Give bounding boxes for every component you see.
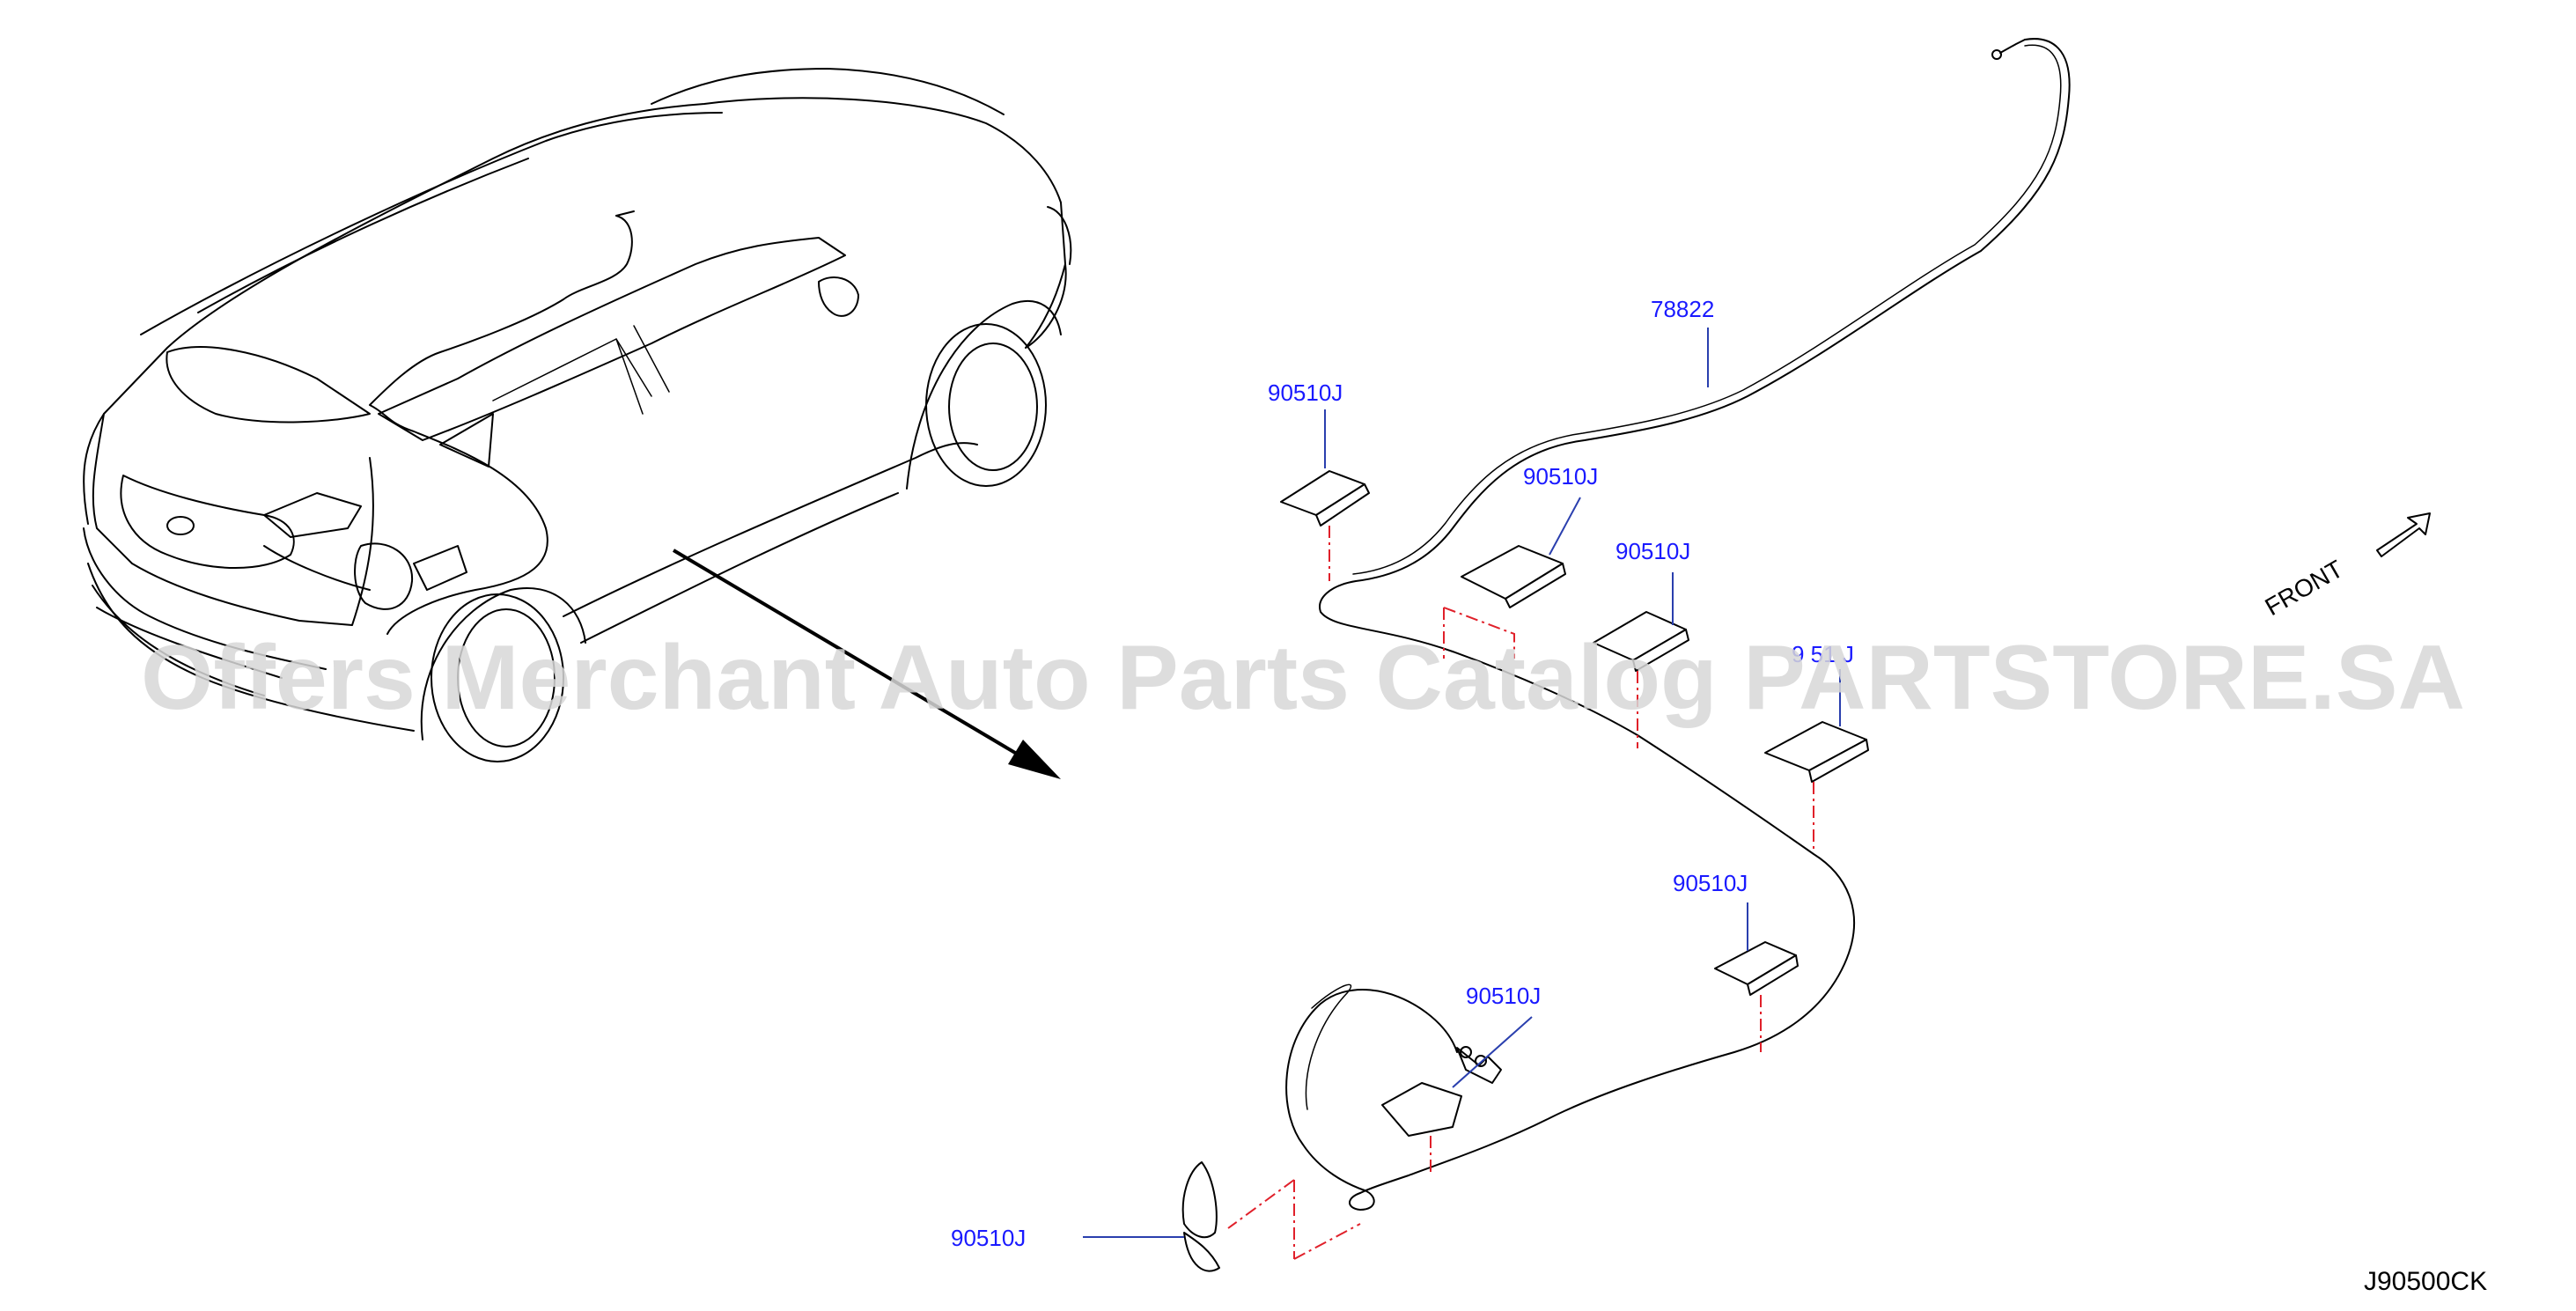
- clip-5: [1714, 941, 1799, 996]
- clip-2: [1461, 545, 1566, 608]
- vehicle-illustration: [83, 68, 1072, 762]
- callout-90510j-4: 9 51 J: [1792, 641, 1854, 667]
- clip-1: [1280, 470, 1370, 527]
- callout-90510j-5: 90510J: [1673, 870, 1748, 896]
- front-direction-indicator: FRONT: [2261, 512, 2431, 621]
- clip-6: [1381, 1082, 1462, 1137]
- leader-lines: [1083, 328, 1841, 1238]
- callout-90510j-2: 90510J: [1523, 463, 1598, 490]
- callout-90510j-3: 90510J: [1616, 538, 1690, 564]
- antenna-cable: [1285, 38, 2071, 1211]
- front-label: FRONT: [2261, 555, 2348, 621]
- detail-pointer-arrow: [672, 549, 1061, 779]
- callout-78822: 78822: [1651, 296, 1714, 322]
- clip-7: [1181, 1161, 1220, 1272]
- callout-90510j-7: 90510J: [951, 1225, 1026, 1251]
- watermark-text: Offers Merchant Auto Parts Catalog PARTS…: [141, 627, 2465, 729]
- clip-3: [1593, 611, 1689, 672]
- callout-90510j-1: 90510J: [1268, 379, 1343, 406]
- clip-4: [1764, 721, 1869, 783]
- phantom-lines: [1227, 526, 1814, 1260]
- callout-90510j-6: 90510J: [1466, 983, 1541, 1009]
- drawing-code: J90500CK: [2364, 1267, 2487, 1296]
